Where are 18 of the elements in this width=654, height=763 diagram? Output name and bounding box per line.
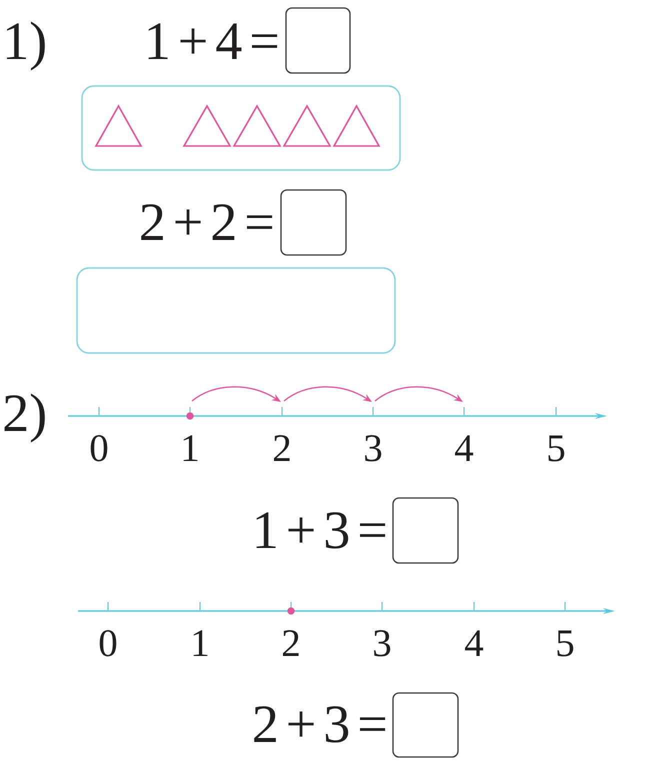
tick-label: 4 [465, 630, 484, 656]
problem-number: 2) [4, 394, 45, 442]
tick-label: 5 [548, 435, 564, 462]
equation: 2+2= [141, 204, 272, 240]
tick-label: 1 [194, 630, 208, 656]
problem-number: 1) [6, 22, 45, 70]
tick-label: 0 [90, 435, 108, 462]
equation: 1+4= [148, 23, 278, 59]
equation: 1+3= [256, 512, 386, 549]
tick-label: 0 [100, 630, 116, 656]
tick-label: 3 [365, 435, 382, 462]
tick-label: 2 [282, 630, 299, 656]
equation: 2+3= [254, 706, 386, 743]
tick-label: 5 [558, 630, 574, 656]
tick-label: 4 [455, 435, 474, 461]
tick-label: 3 [374, 630, 390, 656]
tick-label: 1 [184, 435, 198, 461]
tick-label: 2 [274, 435, 290, 461]
